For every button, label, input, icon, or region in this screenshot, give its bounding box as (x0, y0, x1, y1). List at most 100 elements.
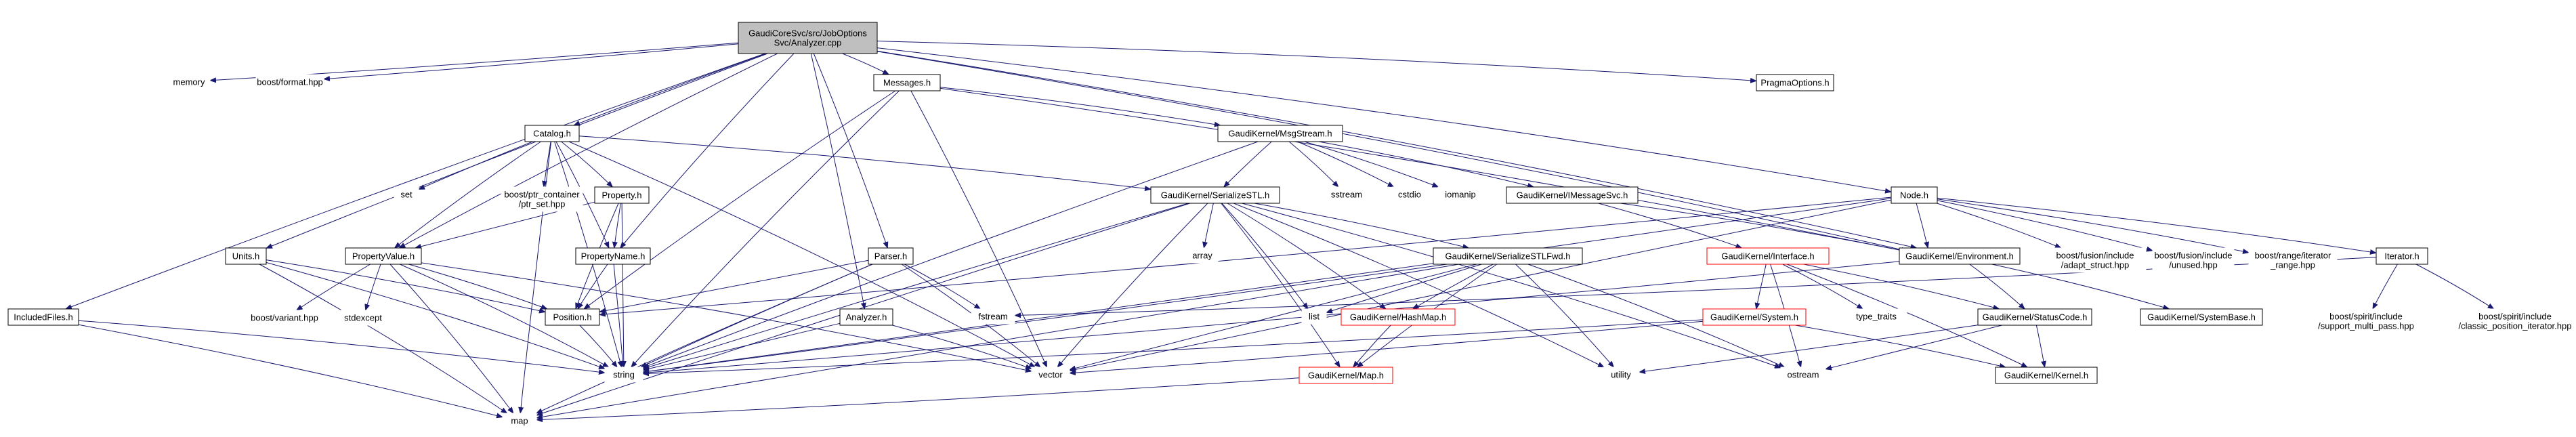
node-statuscode[interactable]: GaudiKernel/StatusCode.h (1977, 308, 2092, 326)
node-systembase[interactable]: GaudiKernel/SystemBase.h (2140, 308, 2263, 326)
dependency-edge (1242, 203, 1781, 369)
node-label: sstream (1331, 190, 1362, 200)
dependency-edge (583, 90, 896, 310)
node-propertyvalue[interactable]: PropertyValue.h (345, 247, 422, 265)
node-label: boost/spirit/include (2329, 312, 2403, 322)
node-box (1186, 247, 1219, 264)
dependency-edge (613, 264, 626, 368)
node-box (1780, 367, 1826, 383)
node-hashmap[interactable]: GaudiKernel/HashMap.h (1340, 308, 1456, 326)
dependency-edge (1782, 264, 1864, 310)
node-serialize-stl[interactable]: GaudiKernel/SerializeSTL.h (1150, 186, 1280, 204)
node-gk-kernel[interactable]: GaudiKernel/Kernel.h (1995, 367, 2098, 384)
dependency-edge (1825, 325, 2002, 371)
edge-analyzer-to-string (642, 322, 841, 372)
edge-msgstream-to-imessagesvc (1318, 141, 1535, 188)
dependency-edge (877, 47, 1892, 194)
node-propertyname[interactable]: PropertyName.h (575, 247, 651, 265)
node-adapt-struct: boost/fusion/include/adapt_struct.hpp (2044, 247, 2147, 273)
edge-property-to-string (620, 203, 627, 368)
dependency-edge (842, 53, 890, 75)
edge-propertyvalue-to-map (389, 264, 514, 414)
node-box (868, 247, 914, 265)
dependency-edge (78, 324, 503, 419)
edge-gk_system-to-vector (1069, 320, 1704, 376)
edge-position-to-string (579, 325, 618, 368)
node-interface[interactable]: GaudiKernel/Interface.h (1706, 247, 1830, 265)
node-label: GaudiKernel/IMessageSvc.h (1517, 190, 1628, 201)
dependency-edge (1202, 203, 1214, 249)
edge-propertyvalue-to-stdexcept (364, 264, 381, 311)
node-label: boost/spirit/include (2478, 312, 2552, 322)
node-units[interactable]: Units.h (225, 247, 267, 265)
node-label: iomanip (1445, 190, 1476, 200)
edge-root-to-parser (813, 53, 889, 249)
dependency-edge (394, 141, 541, 249)
dependency-edge (535, 264, 873, 414)
dependency-edges (64, 41, 2495, 423)
node-box (1506, 186, 1639, 204)
node-box (167, 74, 211, 90)
node-position[interactable]: Position.h (545, 308, 600, 326)
node-label: memory (173, 77, 205, 87)
node-type-traits: type_traits (1845, 308, 1907, 325)
node-catalog[interactable]: Catalog.h (524, 125, 580, 142)
edge-serialize_stl-to-string (642, 203, 1189, 370)
node-stdexcept: stdexcept (338, 310, 388, 326)
edge-root-to-environment (877, 50, 1918, 249)
edge-propertyvalue-to-string (400, 264, 610, 368)
node-gk-system[interactable]: GaudiKernel/System.h (1702, 308, 1807, 326)
dependency-edge (631, 90, 900, 368)
node-label: GaudiKernel/HashMap.h (1350, 312, 1446, 322)
node-msgstream[interactable]: GaudiKernel/MsgStream.h (1217, 125, 1343, 142)
node-ptr-container: boost/ptr_container/ptr_set.hpp (501, 186, 583, 212)
dependency-edge (1326, 264, 1482, 314)
node-includedfiles[interactable]: IncludedFiles.h (7, 308, 79, 326)
edge-messages-to-msgstream (939, 87, 1221, 127)
node-box (7, 308, 79, 326)
node-label: GaudiKernel/System.h (1710, 312, 1798, 322)
node-label: GaudiCoreSvc/src/JobOptions (748, 28, 867, 39)
node-boost-format: boost/format.hpp (255, 74, 324, 90)
dependency-edge (599, 196, 1892, 317)
edge-interface-to-statuscode (1803, 264, 2000, 310)
dependency-edge (642, 264, 1448, 375)
node-box (2376, 247, 2428, 265)
node-gk-map[interactable]: GaudiKernel/Map.h (1298, 367, 1393, 384)
edge-environment-to-systembase (1991, 264, 2170, 310)
node-node[interactable]: Node.h (1891, 186, 1938, 204)
node-property[interactable]: Property.h (594, 186, 650, 204)
node-box (1602, 367, 1640, 383)
edge-gk_map-to-map (536, 377, 1300, 423)
dependency-edge (1916, 203, 1930, 249)
edge-propertyname-to-string (613, 264, 626, 368)
dependency-edge (642, 322, 841, 372)
node-box (1702, 308, 1807, 326)
node-root[interactable]: GaudiCoreSvc/src/JobOptionsSvc/Analyzer.… (738, 22, 878, 54)
node-box (1706, 247, 1830, 265)
edge-catalog-to-propertyvalue (394, 141, 541, 249)
dependency-edge (1969, 264, 2025, 310)
node-label: GaudiKernel/MsgStream.h (1228, 129, 1332, 139)
node-serialize-stl-fwd[interactable]: GaudiKernel/SerializeSTLFwd.h (1433, 247, 1583, 265)
node-messages[interactable]: Messages.h (873, 74, 941, 91)
dependency-edge (295, 264, 371, 311)
node-iterator[interactable]: Iterator.h (2376, 247, 2428, 265)
node-environment[interactable]: GaudiKernel/Environment.h (1899, 247, 2021, 265)
dependency-edge (389, 264, 514, 414)
edge-node-to-iostream (1916, 203, 1930, 249)
edge-units-to-string (266, 262, 606, 369)
node-imessagesvc[interactable]: GaudiKernel/IMessageSvc.h (1506, 186, 1639, 204)
dependency-edge (1527, 264, 1786, 368)
node-label: /unused.hpp (2169, 260, 2218, 270)
node-box (524, 125, 580, 142)
edge-propertyvalue-to-position (408, 264, 548, 310)
edge-hashmap-to-gk_map (1353, 325, 1391, 368)
node-pragma[interactable]: PragmaOptions.h (1756, 74, 1834, 91)
node-analyzer[interactable]: Analyzer.h (839, 308, 893, 326)
node-parser[interactable]: Parser.h (868, 247, 914, 265)
node-array: array (1186, 247, 1219, 264)
edge-msgstream-to-cstdio (1297, 141, 1395, 188)
node-label: utility (1611, 370, 1631, 380)
node-label: PropertyValue.h (352, 251, 415, 262)
